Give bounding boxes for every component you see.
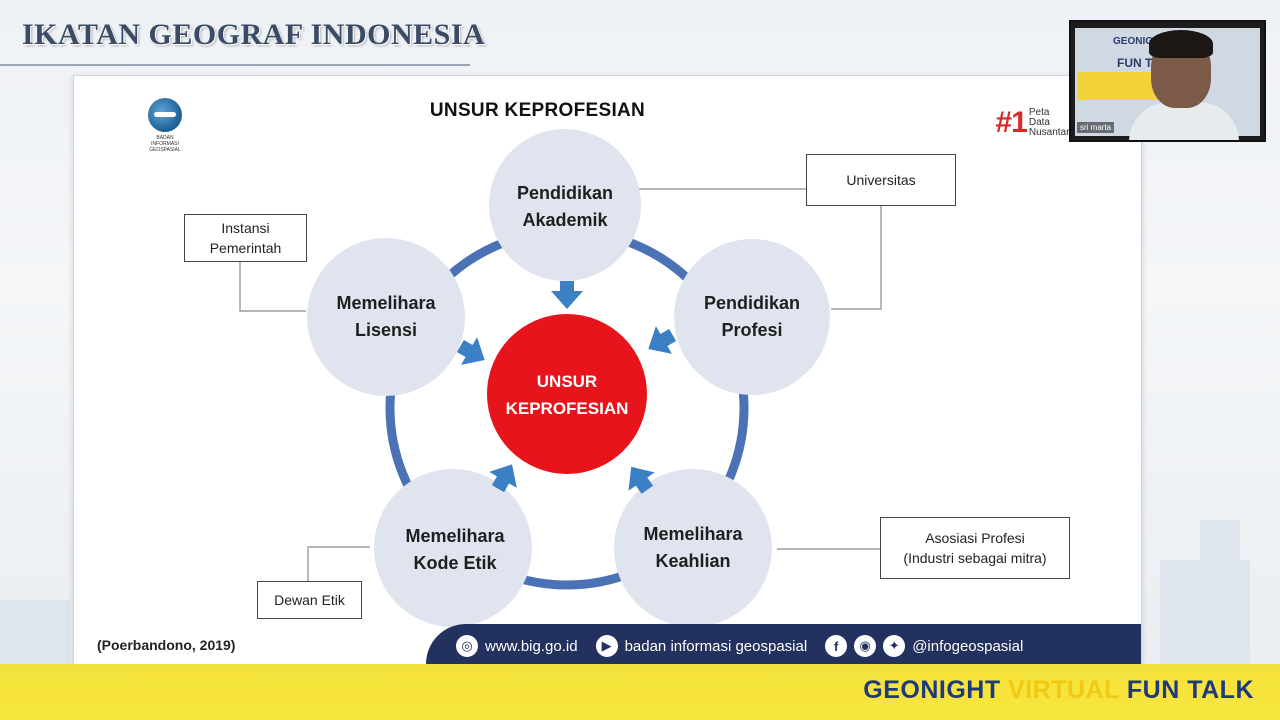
social-handles[interactable]: f ◉ ✦ @infogeospasial [825, 635, 1023, 657]
box-universitas: Universitas [806, 154, 956, 206]
node-circle-lisensi [307, 238, 465, 396]
footer-brand: GEONIGHT VIRTUAL FUN TALK [863, 676, 1254, 704]
node-circle-akademik [489, 129, 641, 281]
webcam-poster [1077, 72, 1157, 100]
social-bar: ◎ www.big.go.id ▶ badan informasi geospa… [426, 624, 1141, 668]
globe-icon [148, 98, 182, 132]
arrow-from-akademik [551, 281, 583, 309]
facebook-icon: f [825, 635, 848, 657]
website-text: www.big.go.id [485, 637, 578, 655]
arrow-from-keahlian [628, 466, 655, 494]
peta-data-nusantara-logo: #1 Peta Data Nusantara [995, 106, 1075, 140]
instagram-icon: ◉ [854, 635, 877, 657]
connector-profesi [831, 206, 882, 310]
keprofesian-diagram [239, 129, 882, 627]
footer-bar [0, 664, 1280, 720]
node-circle-keahlian [614, 469, 772, 627]
arrow-from-kode-etik [489, 464, 517, 493]
slide-title: UNSUR KEPROFESIAN [429, 100, 646, 121]
webcam-tile[interactable]: GEONIGHT FUN TALK sri marta [1069, 20, 1266, 142]
presentation-slide: BADAN INFORMASI GEOSPASIAL UNSUR KEPROFE… [73, 75, 1142, 669]
globe-icon: ◎ [456, 635, 478, 657]
arrow-from-lisensi [456, 337, 485, 365]
banner-divider [0, 64, 470, 66]
logo-caption: BADAN INFORMASI GEOSPASIAL [149, 135, 181, 153]
youtube-text: badan informasi geospasial [624, 637, 808, 655]
speaker-body [1129, 102, 1239, 140]
box-asosiasi-profesi: Asosiasi Profesi(Industri sebagai mitra) [880, 517, 1070, 579]
website-link[interactable]: ◎ www.big.go.id [456, 635, 578, 657]
box-dewan-etik: Dewan Etik [257, 581, 362, 619]
speaker-hair [1149, 30, 1213, 58]
pdn-text: Peta Data Nusantara [1028, 107, 1075, 138]
participant-name: sri marta [1077, 122, 1115, 133]
youtube-icon: ▶ [595, 635, 618, 657]
citation: (Poerbandono, 2019) [97, 637, 236, 653]
connector-dewan [307, 546, 370, 581]
pdn-number: #1 [995, 106, 1027, 139]
node-circle-profesi [674, 239, 830, 395]
center-circle [487, 314, 647, 474]
handle-text: @infogeospasial [912, 637, 1024, 655]
node-circle-kode-etik [374, 469, 532, 627]
banner-title: IKATAN GEOGRAF INDONESIA [22, 18, 486, 51]
big-logo: BADAN INFORMASI GEOSPASIAL [142, 98, 188, 153]
connector-instansi [239, 262, 306, 312]
background-building [0, 600, 70, 670]
webcam-poster-text: GEONIGHT [1113, 36, 1167, 47]
youtube-link[interactable]: ▶ badan informasi geospasial [595, 635, 808, 657]
background-building [1200, 520, 1240, 670]
twitter-icon: ✦ [883, 635, 906, 657]
arrow-from-profesi [648, 326, 677, 354]
